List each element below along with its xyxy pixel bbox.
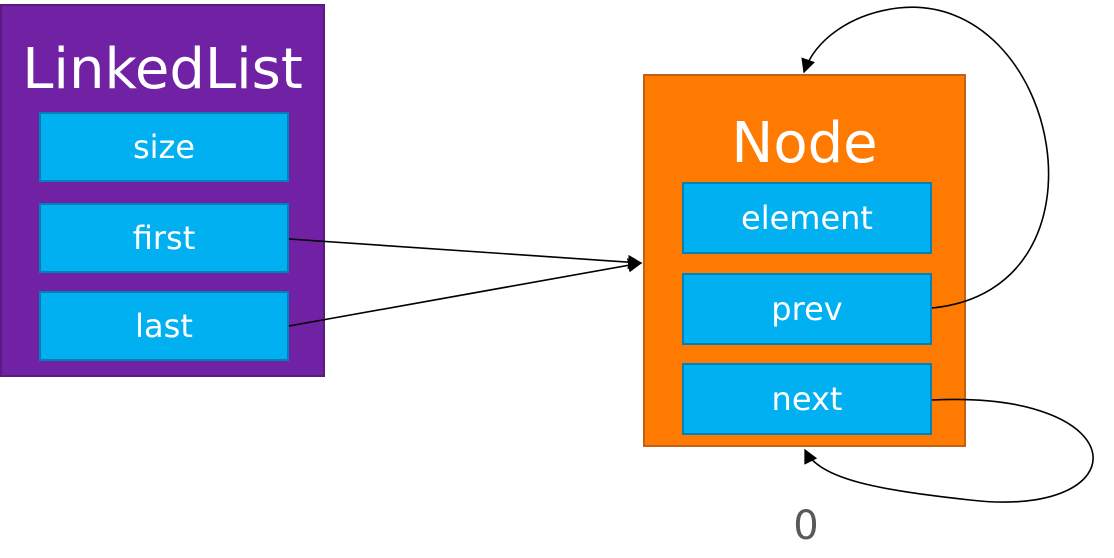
linkedlist-box: LinkedList size first last [0, 4, 325, 377]
field-element: element [682, 182, 932, 254]
null-label: 0 [793, 503, 819, 549]
node-title: Node [731, 111, 878, 176]
field-first: first [39, 203, 289, 273]
arrow-first-to-node [288, 238, 643, 270]
field-next: next [682, 363, 932, 435]
linkedlist-title: LinkedList [22, 37, 303, 102]
field-last: last [39, 291, 289, 361]
field-size: size [39, 112, 289, 182]
node-box: Node element prev next [643, 74, 966, 447]
arrow-last-to-node [288, 258, 643, 327]
field-prev: prev [682, 273, 932, 345]
